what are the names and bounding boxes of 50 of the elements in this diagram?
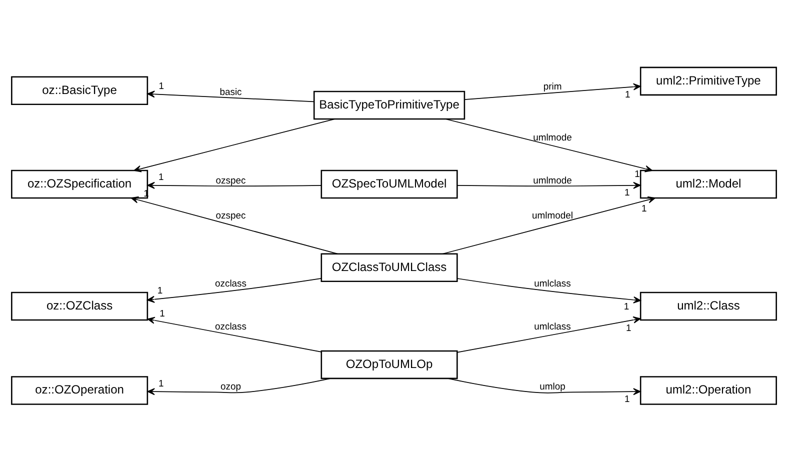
edge-label: ozclass xyxy=(215,320,246,332)
edge-label: ozspec xyxy=(216,174,246,186)
label: 1 xyxy=(158,378,164,389)
arrow xyxy=(134,118,336,172)
node-box: oz::OZClass xyxy=(11,291,148,320)
node-box: OZOpToUMLOp xyxy=(320,350,458,379)
label: 1 xyxy=(624,88,630,100)
arrow xyxy=(147,181,322,188)
node-box: uml2::Operation xyxy=(640,376,777,404)
edge-label: basic xyxy=(220,86,242,98)
edge-label: umlmode xyxy=(533,174,572,186)
arrow xyxy=(457,316,641,352)
edge-label: prim xyxy=(543,81,562,92)
edge-label: ozspec xyxy=(216,210,246,221)
label: 1 xyxy=(626,322,632,334)
label: 1 xyxy=(624,187,630,198)
label: 1 xyxy=(634,168,640,180)
arrow xyxy=(464,82,641,100)
node-box: OZSpecToUMLModel xyxy=(320,169,458,198)
node-box: BasicTypeToPrimitiveType xyxy=(313,90,466,120)
edge-label: umlmodel xyxy=(532,210,573,221)
arrow xyxy=(456,278,641,303)
arrow xyxy=(147,378,332,395)
node-box: uml2::Class xyxy=(640,291,777,320)
edge-label: umlclass xyxy=(534,278,571,289)
node-box: oz::OZOperation xyxy=(11,376,148,404)
edge-label: ozclass xyxy=(215,278,246,289)
label: 1 xyxy=(624,300,630,312)
node-box: uml2::Model xyxy=(640,169,777,198)
node-box: uml2::PrimitiveType xyxy=(640,66,777,96)
edge-label: ozop xyxy=(220,380,241,392)
label: 1 xyxy=(158,172,164,183)
label: 1 xyxy=(158,80,164,92)
node-box: OZClassToUMLClass xyxy=(320,252,458,282)
label: 1 xyxy=(624,393,630,404)
label: 1 xyxy=(160,308,165,319)
arrow xyxy=(147,278,322,302)
arrow xyxy=(130,196,338,254)
node-box: oz::BasicType xyxy=(11,76,148,105)
arrow xyxy=(147,90,314,102)
label: 1 xyxy=(157,284,163,296)
edge-label: umlmode xyxy=(533,132,572,143)
label: 1 xyxy=(641,202,647,214)
arrow xyxy=(456,181,641,188)
arrow xyxy=(445,118,653,172)
edge-label: umlclass xyxy=(534,320,571,332)
edge-label: umlop xyxy=(540,380,566,392)
arrow xyxy=(447,378,641,395)
arrow xyxy=(147,316,322,352)
arrow xyxy=(442,196,656,254)
